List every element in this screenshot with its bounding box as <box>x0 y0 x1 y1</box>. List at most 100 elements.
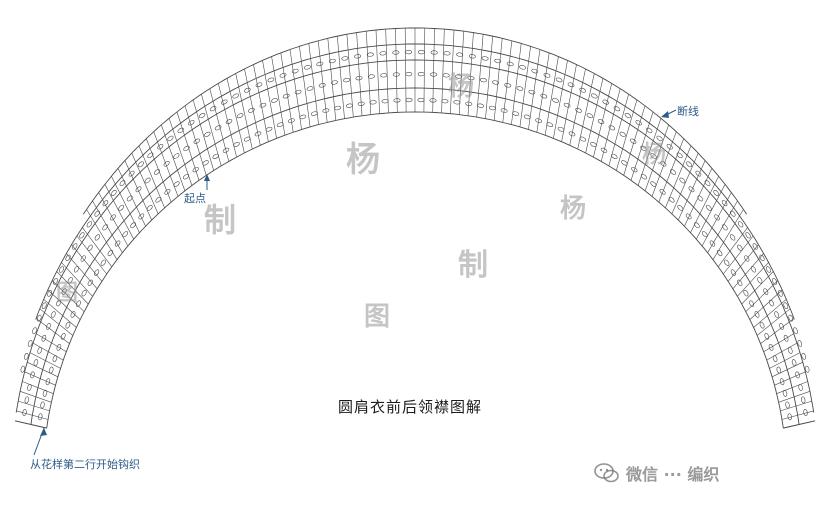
chain-loop <box>183 145 190 152</box>
chain-loop <box>597 119 605 125</box>
chain-loop <box>743 289 749 297</box>
chain-loop <box>479 77 487 83</box>
chain-loop <box>803 409 808 416</box>
chain-loop <box>204 131 211 137</box>
watermark-char: 杨 <box>346 140 380 180</box>
chain-loop <box>523 114 531 120</box>
chain-loop <box>737 244 743 251</box>
chain-loop <box>543 73 551 78</box>
stitch-stroke <box>22 381 54 394</box>
chain-loop <box>265 126 273 132</box>
chain-loop <box>679 177 686 184</box>
chain-loop <box>801 352 806 360</box>
stitch-stroke <box>36 333 67 353</box>
chain-loop <box>804 365 810 373</box>
chain-loop <box>793 327 798 335</box>
chain-loop <box>41 334 47 342</box>
chain-loop <box>640 173 647 180</box>
stitch-stroke <box>299 46 311 127</box>
stitch-stroke <box>366 31 372 115</box>
chain-loop <box>772 278 778 285</box>
chain-loop <box>236 113 244 119</box>
chain-loop <box>442 73 450 78</box>
chain-loop <box>72 243 78 250</box>
chain-loop <box>299 114 307 120</box>
chain-loop <box>130 222 136 229</box>
chain-loop <box>58 266 65 273</box>
chain-loop <box>330 80 338 85</box>
stitch-stroke <box>104 184 134 240</box>
stitch-stroke <box>712 209 744 260</box>
chain-loop <box>611 153 618 159</box>
chain-loop <box>779 323 784 330</box>
stitch-stroke <box>244 68 261 146</box>
chain-loop <box>56 344 62 351</box>
chain-loop <box>591 93 598 99</box>
chain-loop <box>310 111 318 116</box>
stitch-stroke <box>111 176 140 233</box>
chain-loop <box>552 98 559 103</box>
stitch-stroke <box>146 138 172 203</box>
chain-loop <box>764 332 770 340</box>
chain-loop <box>694 222 700 229</box>
chain-loop <box>183 173 190 180</box>
stitch-stroke <box>27 361 59 378</box>
watermark-char: 图 <box>56 280 79 306</box>
chain-loop <box>232 93 239 99</box>
stitch-stroke <box>39 308 74 336</box>
chain-loop <box>737 279 743 286</box>
chain-loop <box>225 119 233 125</box>
chain-loop <box>50 311 56 318</box>
chain-loop <box>271 98 278 103</box>
stitch-stroke <box>441 29 445 113</box>
chain-loop <box>334 105 342 111</box>
stitch-stroke <box>511 43 522 125</box>
stitch-stroke <box>395 28 398 113</box>
stitch-stroke <box>308 43 319 125</box>
stitch-stroke <box>753 299 787 328</box>
chain-loop <box>730 210 736 217</box>
stitch-stroke <box>375 30 380 114</box>
chain-loop <box>702 231 708 238</box>
chain-loop <box>128 170 135 177</box>
chain-loop <box>782 389 788 397</box>
chain-loop <box>345 103 353 108</box>
chain-loop <box>114 240 121 247</box>
chain-loop <box>535 118 542 123</box>
chain-loop <box>36 314 42 322</box>
chain-loop <box>379 51 387 56</box>
chain-loop <box>724 259 730 266</box>
chain-loop <box>488 105 496 111</box>
chain-loop <box>243 87 251 93</box>
arc-row-dividers <box>14 420 816 429</box>
chain-loop <box>512 111 520 116</box>
stitch-stroke <box>644 124 669 192</box>
chain-loop <box>500 108 508 113</box>
chain-loop <box>624 113 632 119</box>
chain-loop <box>42 389 48 397</box>
chain-loop <box>670 169 676 175</box>
chain-loop <box>24 352 29 360</box>
chain-loop <box>291 68 299 74</box>
chain-loop <box>173 181 180 187</box>
chain-loop <box>30 371 35 379</box>
chain-loop <box>38 413 43 421</box>
chain-loop <box>306 86 314 91</box>
chain-loop <box>455 74 463 79</box>
chain-loop <box>87 244 93 251</box>
chain-loop <box>255 82 263 88</box>
chain-loop <box>61 288 67 295</box>
stitch-stroke <box>61 262 93 297</box>
chain-loop <box>135 186 142 193</box>
stitch-stroke <box>289 49 302 130</box>
chain-loop <box>417 49 425 55</box>
break-pointer-head <box>661 111 669 118</box>
stitch-stroke <box>763 333 794 353</box>
chain-loop <box>144 177 151 184</box>
chain-loop <box>453 100 461 105</box>
stitch-stroke <box>585 78 604 154</box>
chain-loop <box>779 378 785 386</box>
chain-loop <box>86 221 93 228</box>
stitch-stroke <box>553 60 568 139</box>
